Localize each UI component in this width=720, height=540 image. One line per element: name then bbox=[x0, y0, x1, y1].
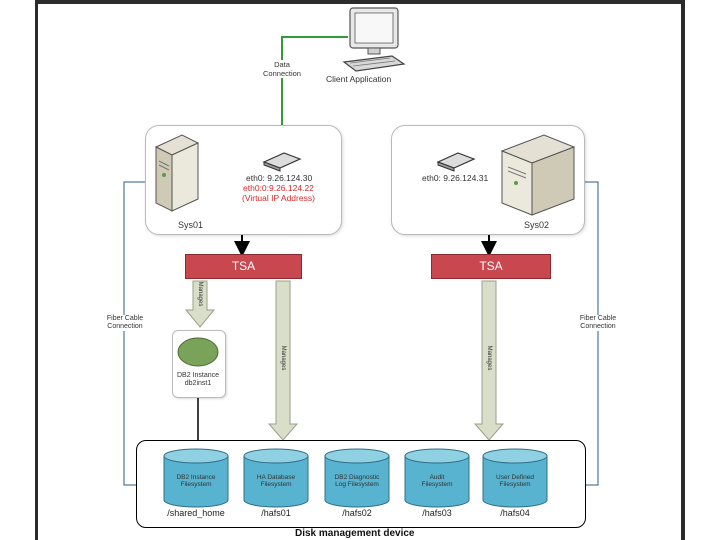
fiber-left-label: Fiber Cable Connection bbox=[98, 315, 152, 331]
client-application-label: Client Application bbox=[326, 74, 392, 84]
cylinder-hafs03 bbox=[404, 448, 470, 508]
fs-label-hafs03: Audit Filesystem bbox=[404, 474, 470, 488]
data-connection-line1: Data bbox=[274, 60, 290, 69]
filesystem-cylinders bbox=[163, 448, 548, 508]
sys01-eth0: eth0: 9.26.124.30 bbox=[246, 173, 313, 183]
cylinder-hafs04 bbox=[482, 448, 548, 508]
cylinder-shared-home bbox=[163, 448, 229, 508]
sys01-virtual-note: (Virtual IP Address) bbox=[242, 193, 315, 203]
fs-hafs03-line2: Filesystem bbox=[421, 481, 453, 488]
sys02-nic-icon bbox=[436, 152, 476, 172]
mount-hafs02: /hafs02 bbox=[342, 508, 372, 518]
mount-shared-home: /shared_home bbox=[167, 508, 225, 518]
sys02-name: Sys02 bbox=[524, 220, 550, 230]
sys01-nic-icon bbox=[262, 152, 302, 172]
sys01-name: Sys01 bbox=[178, 220, 204, 230]
cylinder-hafs02 bbox=[324, 448, 390, 508]
data-connection-line2: Connection bbox=[263, 69, 301, 78]
sys01-virtual-ip: eth0:0:9.26.124.22 bbox=[243, 183, 314, 193]
fs-hafs04-line1: User Defined bbox=[496, 474, 534, 481]
fs-hafs02-line2: Log Filesystem bbox=[335, 481, 379, 488]
fs-label-hafs04: User Defined Filesystem bbox=[482, 474, 548, 488]
fiber-right-label: Fiber Cable Connection bbox=[571, 315, 625, 331]
db2-instance-line1: DB2 Instance bbox=[176, 372, 220, 379]
fiber-left-line2: Connection bbox=[107, 323, 143, 330]
manages-arrow-instance bbox=[184, 280, 216, 328]
fs-hafs04-line2: Filesystem bbox=[499, 481, 531, 488]
manages-label-instance: Manages bbox=[197, 281, 203, 307]
manages-arrow-hafs01 bbox=[267, 280, 299, 441]
frame-top-border bbox=[37, 0, 682, 4]
manages-arrow-hafs03 bbox=[473, 280, 505, 441]
tsa-left-bar: TSA bbox=[185, 254, 302, 279]
fs-hafs03-line1: Audit bbox=[429, 474, 445, 481]
fiber-right-line2: Connection bbox=[580, 323, 616, 330]
db2-instance-label: DB2 Instance db2inst1 bbox=[172, 372, 224, 388]
manages-label-hafs01: Manages bbox=[280, 345, 286, 371]
fiber-left-line1: Fiber Cable bbox=[106, 315, 144, 322]
frame-right-border bbox=[681, 0, 685, 540]
mount-hafs04: /hafs04 bbox=[500, 508, 530, 518]
fs-shared-home-line2: Filesystem bbox=[180, 481, 212, 488]
fs-label-hafs01: HA Database Filesystem bbox=[243, 474, 309, 488]
sys02-eth0: eth0: 9.26.124.31 bbox=[422, 173, 489, 183]
tsa-right-bar: TSA bbox=[431, 254, 551, 279]
fiber-right-line1: Fiber Cable bbox=[579, 315, 617, 322]
fs-label-shared-home: DB2 Instance Filesystem bbox=[163, 474, 229, 488]
data-connection-label: Data Connection bbox=[258, 60, 306, 78]
fs-shared-home-line1: DB2 Instance bbox=[176, 474, 216, 481]
db2-instance-circle bbox=[177, 337, 219, 367]
manages-label-hafs03: Manages bbox=[486, 345, 492, 371]
data-connection-line bbox=[274, 36, 348, 163]
fs-label-hafs02: DB2 Diagnostic Log Filesystem bbox=[324, 474, 390, 488]
sys02-server-icon bbox=[500, 134, 576, 216]
fs-hafs01-line1: HA Database bbox=[256, 474, 296, 481]
db2-instance-line2: db2inst1 bbox=[184, 380, 212, 387]
disk-device-label: Disk management device bbox=[295, 528, 415, 539]
sys01-server-icon bbox=[154, 134, 200, 212]
client-computer-icon bbox=[342, 7, 406, 72]
fs-hafs01-line2: Filesystem bbox=[260, 481, 292, 488]
fs-hafs02-line1: DB2 Diagnostic bbox=[334, 474, 380, 481]
frame-left-border bbox=[35, 0, 38, 540]
fiber-right-line bbox=[575, 181, 599, 489]
mount-hafs01: /hafs01 bbox=[261, 508, 291, 518]
cylinder-hafs01 bbox=[243, 448, 309, 508]
mount-hafs03: /hafs03 bbox=[422, 508, 452, 518]
